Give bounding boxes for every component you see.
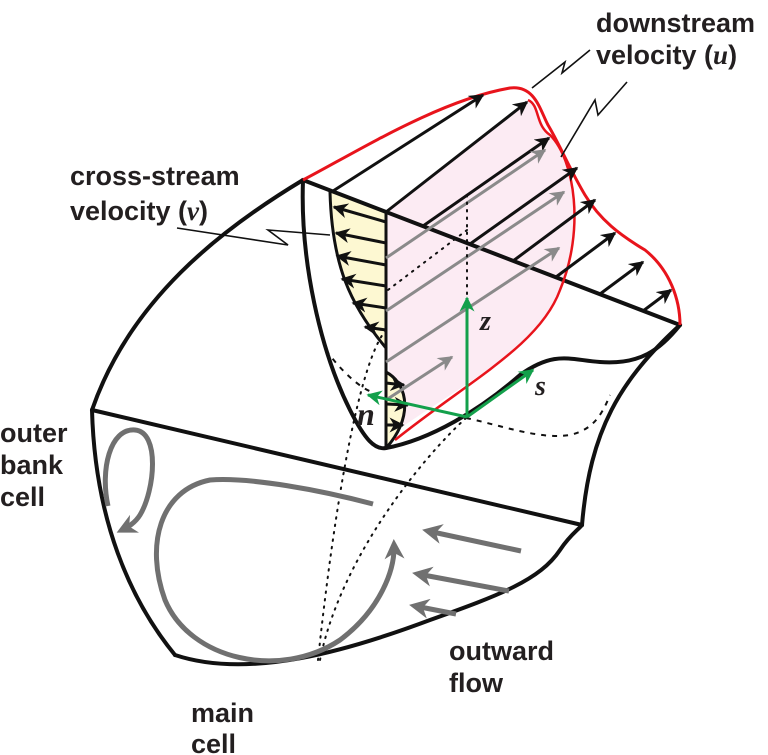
- downstream-label-line2: velocity (u): [596, 40, 737, 70]
- label-downstream-velocity: downstream velocity (u): [596, 8, 755, 70]
- outward-flow-arrow-2: [412, 566, 510, 594]
- outer-bank-cell-arrow: [102, 427, 155, 533]
- outward-flow-label-line2: flow: [449, 668, 504, 698]
- n-axis-label: n: [357, 396, 375, 432]
- crossstream-label-line2: velocity (v): [70, 196, 208, 226]
- s-axis-label: s: [534, 371, 546, 402]
- label-crossstream-velocity: cross-stream velocity (v): [70, 161, 240, 226]
- main-cell-label-line1: main: [191, 698, 254, 728]
- outward-flow-arrow-3: [409, 598, 457, 619]
- outward-flow-arrow-1: [422, 524, 522, 554]
- downstream-profile-fill: [386, 100, 575, 435]
- outer-bank-label-line2: bank: [0, 450, 64, 480]
- downstream-label-line1: downstream: [596, 8, 755, 38]
- coordinate-axes: [366, 296, 535, 419]
- outward-flow-label-line1: outward: [449, 636, 554, 666]
- downstream-velocity-profile: [302, 86, 682, 326]
- downstream-vectors-black: [332, 93, 673, 313]
- main-cell-label-line2: cell: [191, 729, 236, 755]
- n-axis: [366, 390, 468, 419]
- outer-bank-label-line3: cell: [0, 482, 45, 512]
- crossstream-vectors-right: [385, 376, 410, 433]
- construction-lines: [317, 194, 611, 661]
- outer-bank-label-line1: outer: [0, 418, 68, 448]
- z-axis-label: z: [479, 306, 491, 337]
- downstream-velocity-profile-inner: [394, 98, 576, 441]
- circulation-cells: [102, 427, 522, 664]
- s-axis: [466, 368, 535, 419]
- main-cell-arrow: [153, 477, 405, 664]
- crossstream-vectors-left: [332, 203, 387, 337]
- label-main-cell: main cell: [191, 698, 254, 755]
- label-outer-bank-cell: outer bank cell: [0, 418, 68, 512]
- label-outward-flow: outward flow: [449, 636, 554, 698]
- leader-lines: [176, 49, 628, 246]
- crossstream-label-line1: cross-stream: [70, 161, 240, 191]
